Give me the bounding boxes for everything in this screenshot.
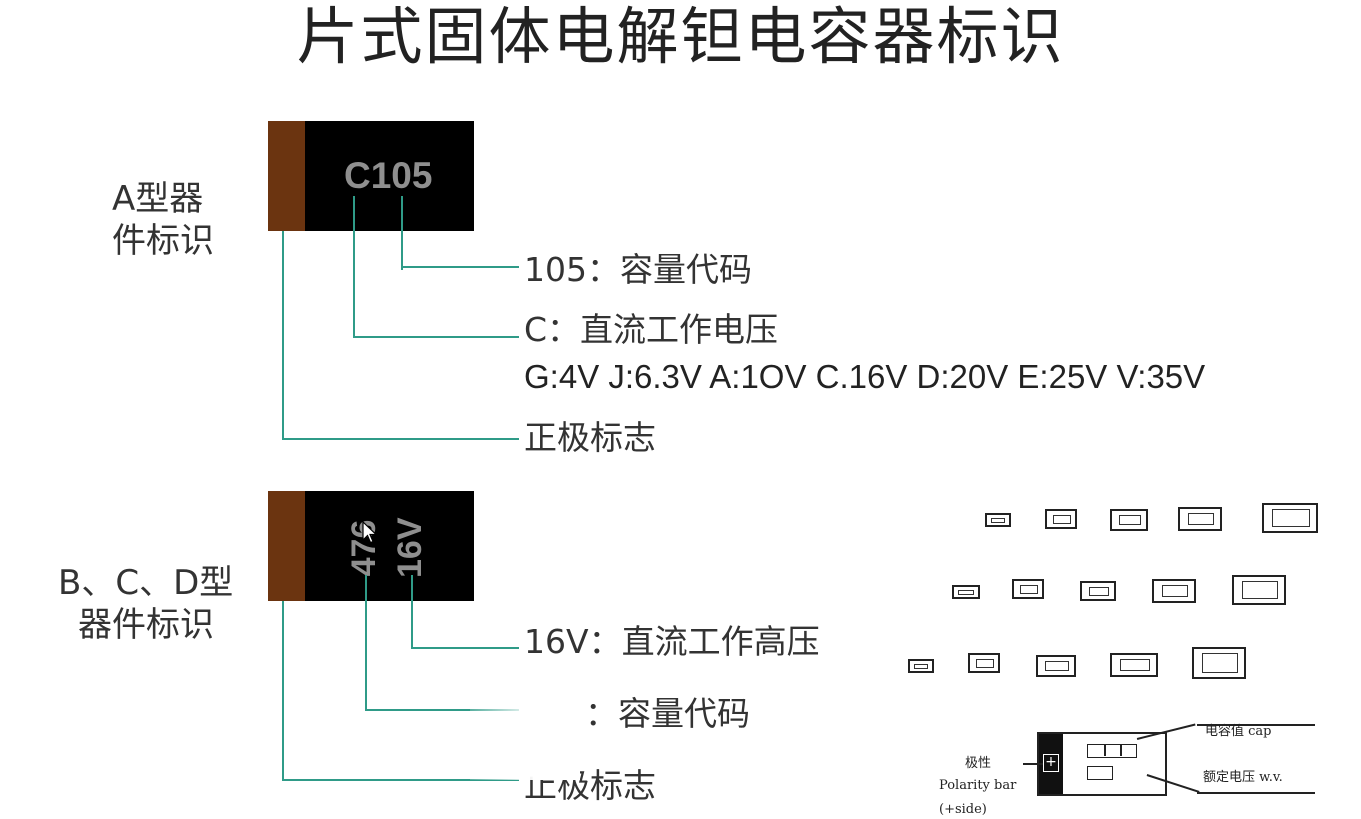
legend-voltage-box xyxy=(1087,766,1113,780)
legend-polarity-pointer xyxy=(1023,763,1043,765)
legend-cap-underline xyxy=(1197,724,1315,726)
mini-chip xyxy=(985,513,1011,527)
page-title: 片式固体电解钽电容器标识 xyxy=(296,0,1065,73)
chip-a-code: C105 xyxy=(344,155,433,196)
desc-bcd-capacity: ：容量代码 xyxy=(585,694,750,733)
mini-chip xyxy=(1036,655,1076,677)
chip-bcd-polarity-band xyxy=(268,491,305,601)
legend-polarity-cn: 极性 xyxy=(965,756,992,771)
leader-bcd-voltage-horizontal xyxy=(411,647,519,649)
mini-chip xyxy=(952,585,980,599)
chip-a: C105 xyxy=(268,121,474,231)
legend-voltage-label: 额定电压 w.v. xyxy=(1203,770,1283,785)
leader-bcd-capacity-horizontal xyxy=(365,709,519,711)
legend-polarity-en: Polarity bar xyxy=(939,778,1017,793)
legend-polarity-bar: + xyxy=(1039,734,1063,794)
section-a-label: A型器 件标识 xyxy=(112,178,214,262)
legend-voltage-underline xyxy=(1197,792,1315,794)
marking-legend-diagram: + 极性 Polarity bar (+side) 电容值 cap 额定电压 w… xyxy=(935,708,1335,819)
leader-a-voltage-vertical xyxy=(353,196,355,338)
mini-chip xyxy=(1012,579,1044,599)
desc-a-polarity: 正极标志 xyxy=(524,418,656,457)
section-a-label-line2: 件标识 xyxy=(112,221,214,261)
mini-chip xyxy=(908,659,934,673)
chip-size-grid xyxy=(900,495,1330,695)
plus-sign-icon: + xyxy=(1043,754,1059,772)
chip-bcd-voltage-code: 16V xyxy=(391,517,429,579)
mini-chip xyxy=(1045,509,1077,529)
fade-overlay xyxy=(470,680,580,780)
mouse-cursor-icon xyxy=(362,521,378,544)
mini-chip xyxy=(1152,579,1196,603)
mini-chip xyxy=(968,653,1000,673)
mini-chip xyxy=(1110,509,1148,531)
leader-bcd-polarity-horizontal xyxy=(282,779,519,781)
mini-chip xyxy=(1192,647,1246,679)
leader-a-polarity-vertical xyxy=(282,231,284,440)
section-a-label-line1: A型器 xyxy=(112,179,204,219)
legend-cap-box xyxy=(1087,744,1137,758)
desc-a-voltage: C：直流工作电压 xyxy=(524,310,779,349)
leader-bcd-voltage-vertical xyxy=(411,575,413,649)
voltage-code-list: G:4V J:6.3V A:1OV C.16V D:20V E:25V V:35… xyxy=(524,358,1206,395)
legend-polarity-side: (+side) xyxy=(939,802,987,817)
leader-bcd-capacity-vertical xyxy=(365,575,367,711)
mini-chip xyxy=(1080,581,1116,601)
mini-chip xyxy=(1178,507,1222,531)
desc-a-capacity: 105：容量代码 xyxy=(524,250,752,289)
chip-bcd: 476 16V xyxy=(268,491,474,601)
section-bcd-label-line1: B、C、D型 xyxy=(58,563,234,603)
desc-bcd-voltage: 16V：直流工作高压 xyxy=(524,622,820,661)
leader-a-capacity-horizontal xyxy=(401,266,519,268)
mini-chip xyxy=(1232,575,1286,605)
mini-chip xyxy=(1262,503,1318,533)
legend-chip-outline: + xyxy=(1037,732,1167,796)
section-bcd-label: B、C、D型 器件标识 xyxy=(58,562,233,646)
leader-a-capacity-vertical xyxy=(401,196,403,270)
mini-chip xyxy=(1110,653,1158,677)
leader-a-polarity-horizontal xyxy=(282,438,519,440)
legend-cap-label: 电容值 cap xyxy=(1205,724,1272,739)
leader-bcd-polarity-vertical xyxy=(282,601,284,781)
chip-a-polarity-band xyxy=(268,121,305,231)
section-bcd-label-line2: 器件标识 xyxy=(78,605,214,645)
leader-a-voltage-horizontal xyxy=(353,336,519,338)
